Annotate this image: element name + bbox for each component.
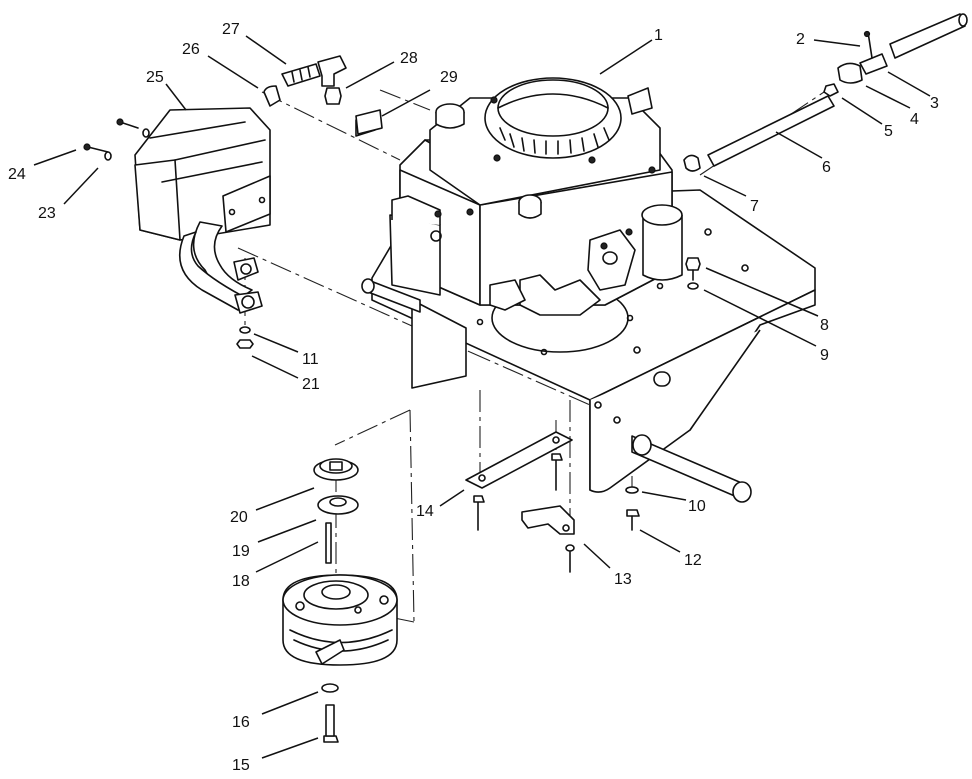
callout-labels: 1 2 3 4 5 6 7 8 9 10 11 12 13 14 15 16 1… [8,21,939,774]
washer-bolt-10-12 [625,486,640,531]
callout-6: 6 [822,159,831,176]
callout-8: 8 [820,317,829,334]
engine [355,77,683,316]
callout-10: 10 [688,498,706,515]
callout-24: 24 [8,166,26,183]
clutch-stack [282,458,398,743]
fittings [263,55,383,135]
throttle-cable [683,13,968,172]
clamp-13 [521,505,575,573]
callout-13: 13 [614,571,632,588]
callout-3: 3 [930,95,939,112]
callout-20: 20 [230,509,248,526]
callout-27: 27 [222,21,240,38]
callout-7: 7 [750,198,759,215]
exhaust-gaskets [233,257,263,349]
callout-16: 16 [232,714,250,731]
callout-4: 4 [910,111,919,128]
callout-18: 18 [232,573,250,590]
bracket-14 [465,431,573,531]
callout-9: 9 [820,347,829,364]
callout-25: 25 [146,69,164,86]
callout-1: 1 [654,27,663,44]
callout-15: 15 [232,757,250,774]
callout-2: 2 [796,31,805,48]
callout-5: 5 [884,123,893,140]
callout-14: 14 [416,503,434,520]
muffler-bolts [83,118,150,161]
callout-23: 23 [38,205,56,222]
callout-28: 28 [400,50,418,67]
callout-12: 12 [684,552,702,569]
leader-lines [33,35,931,759]
callout-29: 29 [440,69,458,86]
bolt-8-washer-9 [685,257,701,290]
callout-21: 21 [302,376,320,393]
callout-11: 11 [302,351,319,368]
muffler [134,107,271,311]
callout-19: 19 [232,543,250,560]
recoil-fins [499,127,610,155]
callout-26: 26 [182,41,200,58]
